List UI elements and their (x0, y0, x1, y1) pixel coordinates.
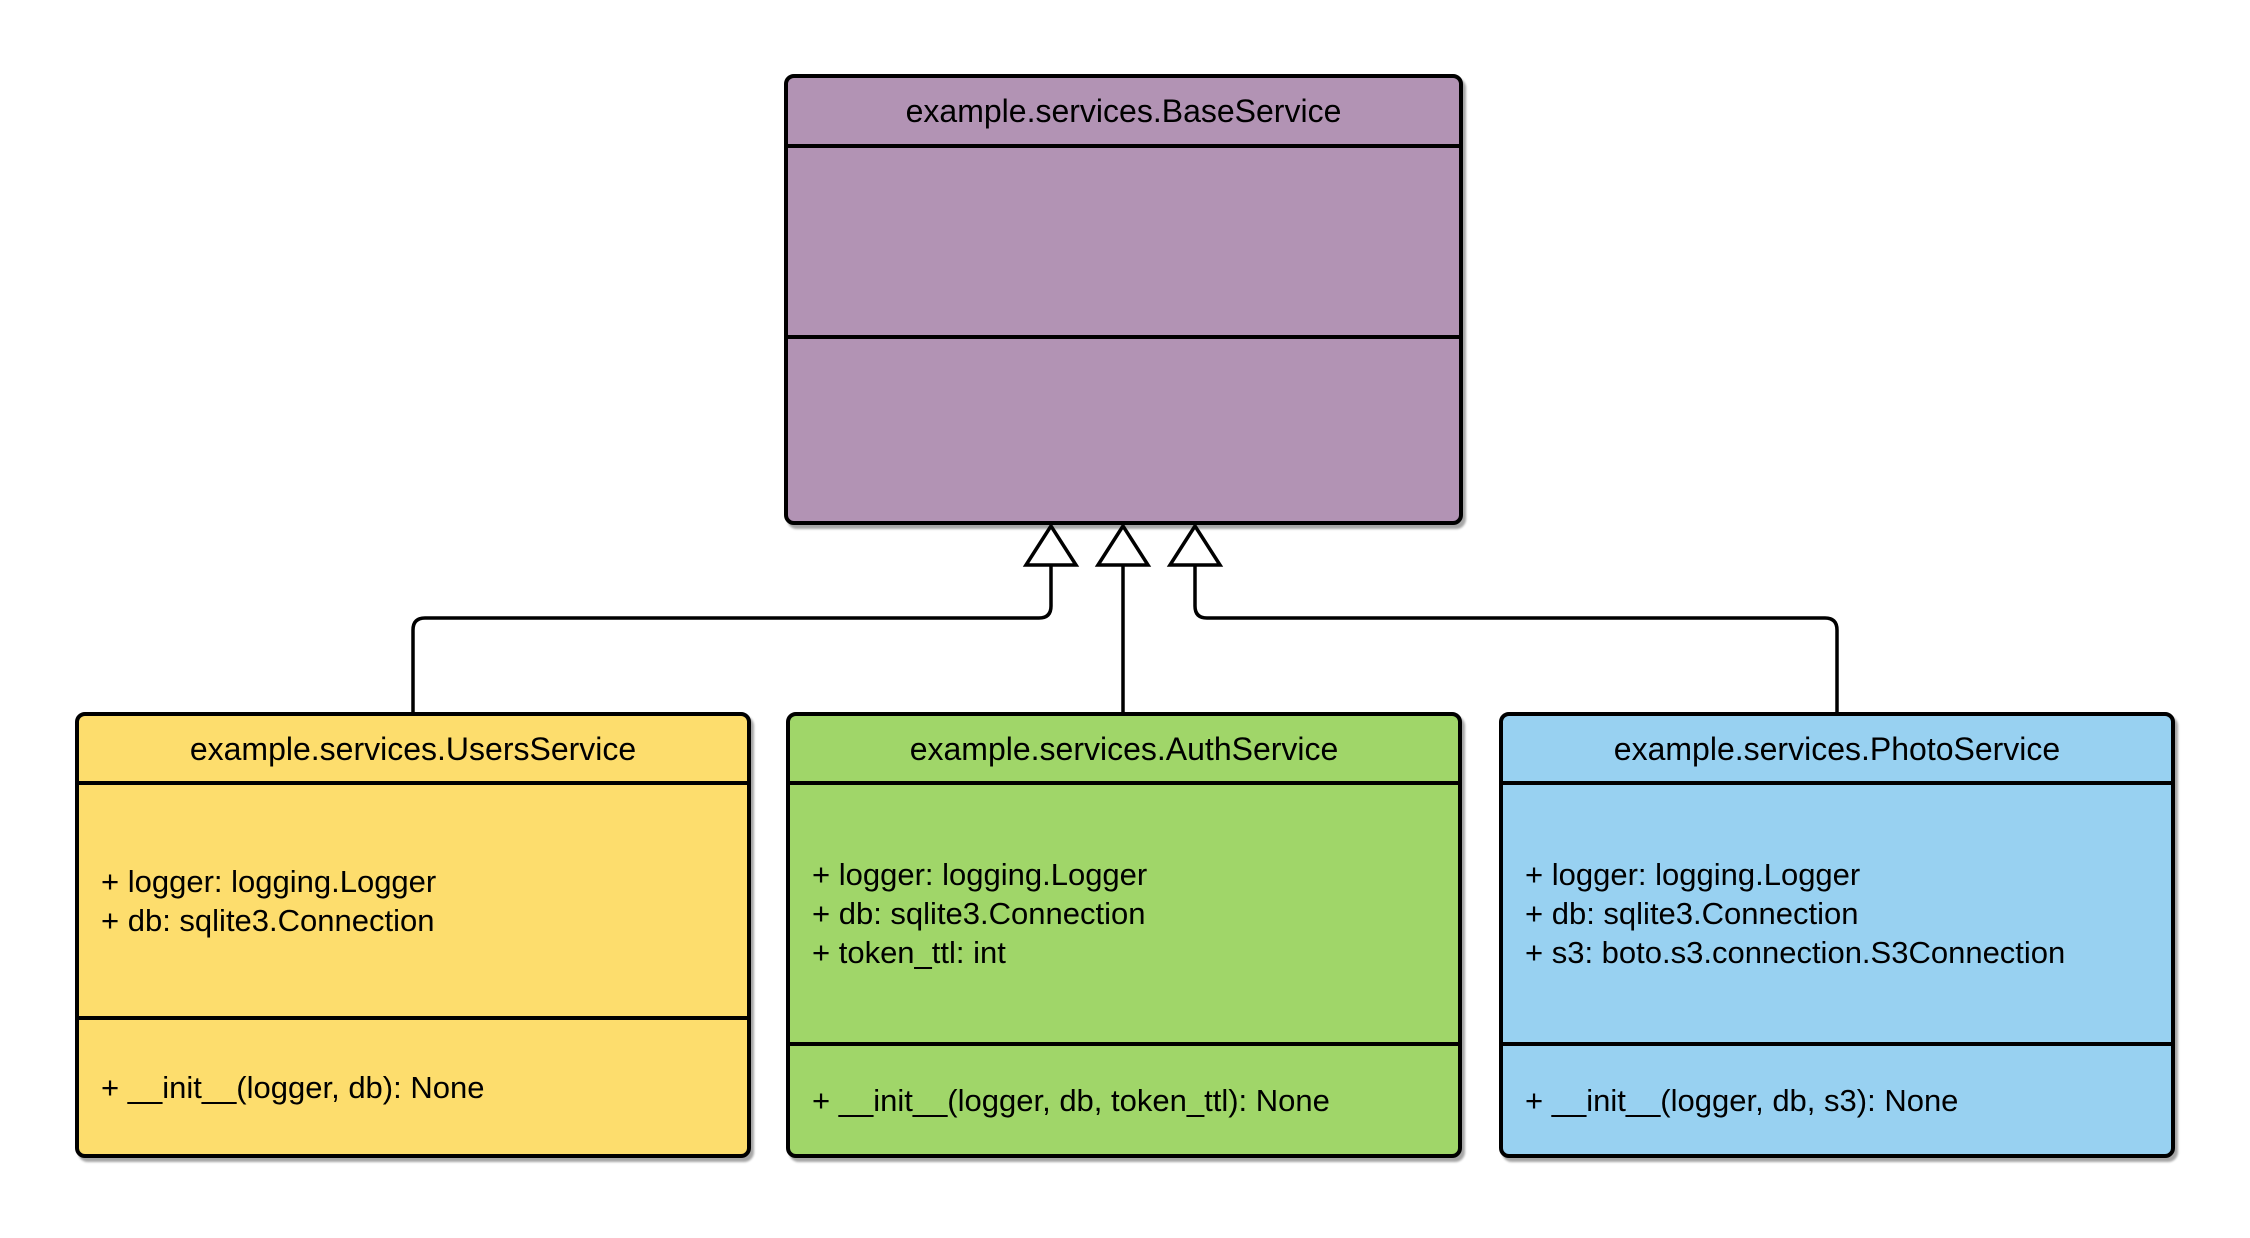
class-box-users-service: example.services.UsersService + logger: … (75, 712, 751, 1158)
attribute-line: + logger: logging.Logger (812, 857, 1148, 892)
attribute-line: + logger: logging.Logger (101, 863, 437, 899)
methods-compartment-photo-service: + __init__(logger, db, s3): None (1503, 1042, 2171, 1154)
inheritance-arrowhead (1022, 522, 1080, 567)
inheritance-connector-photo-service (1193, 565, 1839, 714)
class-name-users-service: example.services.UsersService (189, 730, 637, 767)
attribute-line: + db: sqlite3.Connection (1525, 896, 1859, 931)
class-name-photo-service: example.services.PhotoService (1613, 730, 2061, 767)
attributes-compartment-users-service: + logger: logging.Logger + db: sqlite3.C… (79, 781, 747, 1016)
class-box-photo-service: example.services.PhotoService + logger: … (1499, 712, 2175, 1158)
method-line: + __init__(logger, db): None (101, 1069, 485, 1105)
class-box-base-service: example.services.BaseService (784, 74, 1463, 525)
attribute-line: + logger: logging.Logger (1525, 857, 1861, 892)
attributes-compartment-base-service (788, 144, 1459, 335)
methods-compartment-auth-service: + __init__(logger, db, token_ttl): None (790, 1042, 1458, 1154)
inheritance-arrowhead (1094, 522, 1152, 567)
inheritance-connector-users-service (411, 565, 1053, 714)
methods-compartment-base-service (788, 335, 1459, 521)
attribute-line: + token_ttl: int (812, 935, 1006, 970)
inheritance-arrowhead (1166, 522, 1224, 567)
attribute-line: + s3: boto.s3.connection.S3Connection (1525, 935, 2066, 970)
attribute-line: + db: sqlite3.Connection (812, 896, 1146, 931)
class-name-auth-service: example.services.AuthService (909, 730, 1339, 767)
attributes-compartment-photo-service: + logger: logging.Logger + db: sqlite3.C… (1503, 781, 2171, 1042)
method-line: + __init__(logger, db, s3): None (1525, 1082, 1959, 1118)
attributes-compartment-auth-service: + logger: logging.Logger + db: sqlite3.C… (790, 781, 1458, 1042)
methods-compartment-users-service: + __init__(logger, db): None (79, 1016, 747, 1154)
attribute-line: + db: sqlite3.Connection (101, 902, 435, 938)
class-box-auth-service: example.services.AuthService + logger: l… (786, 712, 1462, 1158)
method-line: + __init__(logger, db, token_ttl): None (812, 1082, 1330, 1118)
class-name-base-service: example.services.BaseService (905, 93, 1342, 129)
